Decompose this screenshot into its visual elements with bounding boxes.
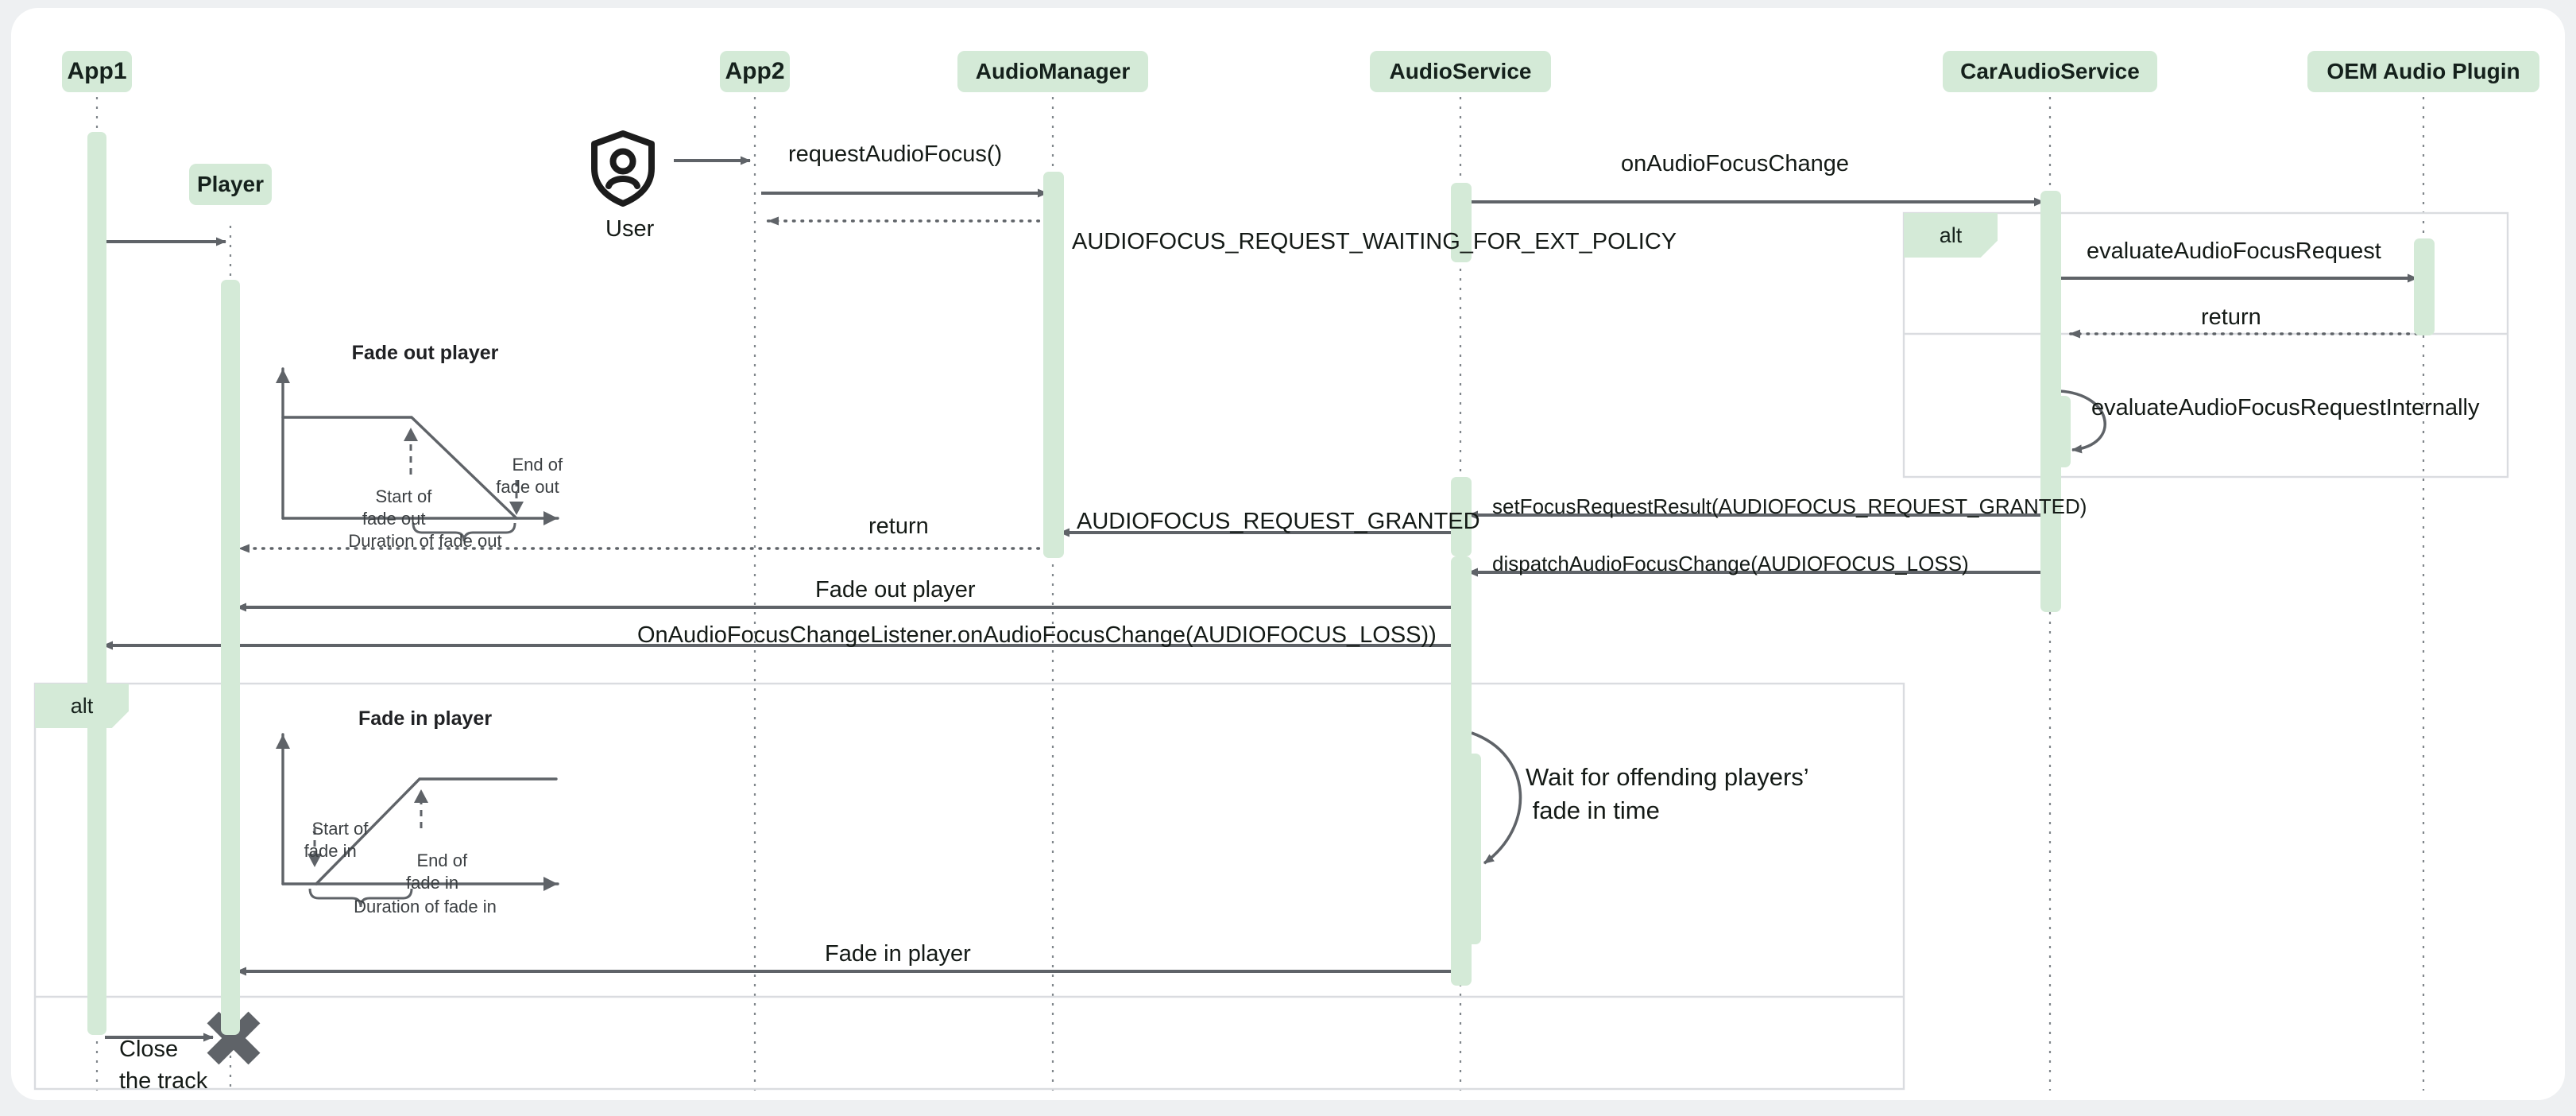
activation-caraudioservice-self xyxy=(2050,396,2071,467)
lifeline-head-app2[interactable]: App2 xyxy=(720,51,790,92)
msg-label-return-oem: return xyxy=(2201,304,2261,331)
msg-text: return xyxy=(868,513,929,539)
fade-in-annotation-end: End of fade in xyxy=(397,827,467,917)
msg-text: dispatchAudioFocusChange(AUDIOFOCUS_LOSS… xyxy=(1492,552,1969,575)
activation-audiomanager xyxy=(1043,172,1064,558)
msg-label-fade-in-player: Fade in player xyxy=(825,941,971,967)
msg-label-evaluateInternally: evaluateAudioFocusRequestInternally xyxy=(2091,395,2479,421)
lifeline-head-oemplugin[interactable]: OEM Audio Plugin xyxy=(2307,51,2539,92)
msg-text: return xyxy=(2201,304,2261,330)
lifeline-head-audiomanager[interactable]: AudioManager xyxy=(957,51,1148,92)
activation-audioservice-self xyxy=(1460,754,1481,944)
msg-text: AUDIOFOCUS_REQUEST_WAITING_FOR_EXT_POLIC… xyxy=(1072,229,1677,254)
lifeline-head-app1[interactable]: App1 xyxy=(62,51,132,92)
msg-label-dispatchAudioFocusChange: dispatchAudioFocusChange(AUDIOFOCUS_LOSS… xyxy=(1492,552,1969,576)
user-label-text: User xyxy=(605,216,655,242)
msg-text: Wait for offending players’ fade in time xyxy=(1526,763,1809,824)
msg-text: evaluateAudioFocusRequest xyxy=(2087,238,2381,264)
fade-out-annotation-start: Start of fade out xyxy=(356,463,431,553)
lifeline-label-player: Player xyxy=(196,172,265,196)
msg-label-fade-out-player: Fade out player xyxy=(815,577,976,603)
activation-audioservice xyxy=(1451,183,1472,262)
activation-audioservice-2 xyxy=(1451,477,1472,556)
chart-title-text: Fade in player xyxy=(358,707,493,730)
chart-title-text: Fade out player xyxy=(351,342,499,364)
fragment-label-alt-bottom-text: alt xyxy=(70,693,94,718)
msg-label-onAudioFocusChange: onAudioFocusChange xyxy=(1621,151,1849,177)
diagram-canvas xyxy=(11,8,2565,1100)
activation-app1 xyxy=(87,132,106,1035)
msg-text: setFocusRequestResult(AUDIOFOCUS_REQUEST… xyxy=(1492,494,2087,518)
activation-player xyxy=(221,280,240,1035)
msg-text: requestAudioFocus() xyxy=(788,141,1003,167)
lifeline-label-caraudioservice: CarAudioService xyxy=(1960,59,2140,83)
msg-text: Close the track xyxy=(119,1037,208,1095)
fade-in-chart-title: Fade in player xyxy=(254,707,596,730)
lifeline-label-oemplugin: OEM Audio Plugin xyxy=(2327,59,2520,83)
user-actor-label: User xyxy=(605,216,654,242)
msg-label-return-app2: return xyxy=(868,513,929,540)
lifeline-label-app1: App1 xyxy=(67,58,127,84)
msg-text: OnAudioFocusChangeListener.onAudioFocusC… xyxy=(637,622,1437,648)
fade-out-annotation-duration: Duration of fade out xyxy=(254,531,596,552)
msg-label-waiting-ext-policy: AUDIOFOCUS_REQUEST_WAITING_FOR_EXT_POLIC… xyxy=(1072,229,1677,255)
fragment-label-alt-bottom: alt xyxy=(35,684,129,728)
msg-label-setFocusRequestResult: setFocusRequestResult(AUDIOFOCUS_REQUEST… xyxy=(1492,494,2087,519)
lifeline-label-app2: App2 xyxy=(725,58,785,84)
fade-out-annotation-end: End of fade out xyxy=(493,431,563,521)
fade-in-annotation-start: Start of fade in xyxy=(292,795,369,885)
fragment-label-alt-right-text: alt xyxy=(1939,223,1963,247)
msg-label-requestAudioFocus: requestAudioFocus() xyxy=(788,141,1002,168)
msg-label-close-the-track: Close the track xyxy=(119,1033,207,1097)
annotation-text: End of fade out xyxy=(496,454,563,498)
annotation-text: Duration of fade out xyxy=(348,531,502,551)
msg-text: AUDIOFOCUS_REQUEST_GRANTED xyxy=(1077,509,1480,534)
msg-text: Fade in player xyxy=(825,941,971,967)
activation-oemplugin xyxy=(2414,238,2435,335)
annotation-text: Duration of fade in xyxy=(354,897,497,916)
msg-label-wait-fade-in: Wait for offending players’ fade in time xyxy=(1526,761,1809,827)
msg-text: Fade out player xyxy=(815,577,976,603)
msg-text: onAudioFocusChange xyxy=(1621,151,1849,176)
fade-out-chart-title: Fade out player xyxy=(254,342,596,365)
annotation-text: End of fade in xyxy=(406,850,468,893)
msg-label-evaluateAudioFocusRequest: evaluateAudioFocusRequest xyxy=(2087,238,2381,265)
msg-label-onAudioFocusChangeListener: OnAudioFocusChangeListener.onAudioFocusC… xyxy=(637,622,1437,649)
lifeline-head-caraudioservice[interactable]: CarAudioService xyxy=(1943,51,2157,92)
fade-in-annotation-duration: Duration of fade in xyxy=(254,897,596,917)
msg-text: evaluateAudioFocusRequestInternally xyxy=(2091,395,2480,420)
msg-label-AUDIOFOCUS_REQUEST_GRANTED: AUDIOFOCUS_REQUEST_GRANTED xyxy=(1077,509,1480,535)
lifeline-head-player[interactable]: Player xyxy=(189,164,272,205)
lifeline-head-audioservice[interactable]: AudioService xyxy=(1370,51,1551,92)
annotation-text: Start of fade out xyxy=(362,486,432,529)
fragment-label-alt-right: alt xyxy=(1904,213,1998,258)
annotation-text: Start of fade in xyxy=(304,818,369,862)
lifeline-label-audiomanager: AudioManager xyxy=(975,59,1131,83)
lifeline-label-audioservice: AudioService xyxy=(1389,59,1532,83)
